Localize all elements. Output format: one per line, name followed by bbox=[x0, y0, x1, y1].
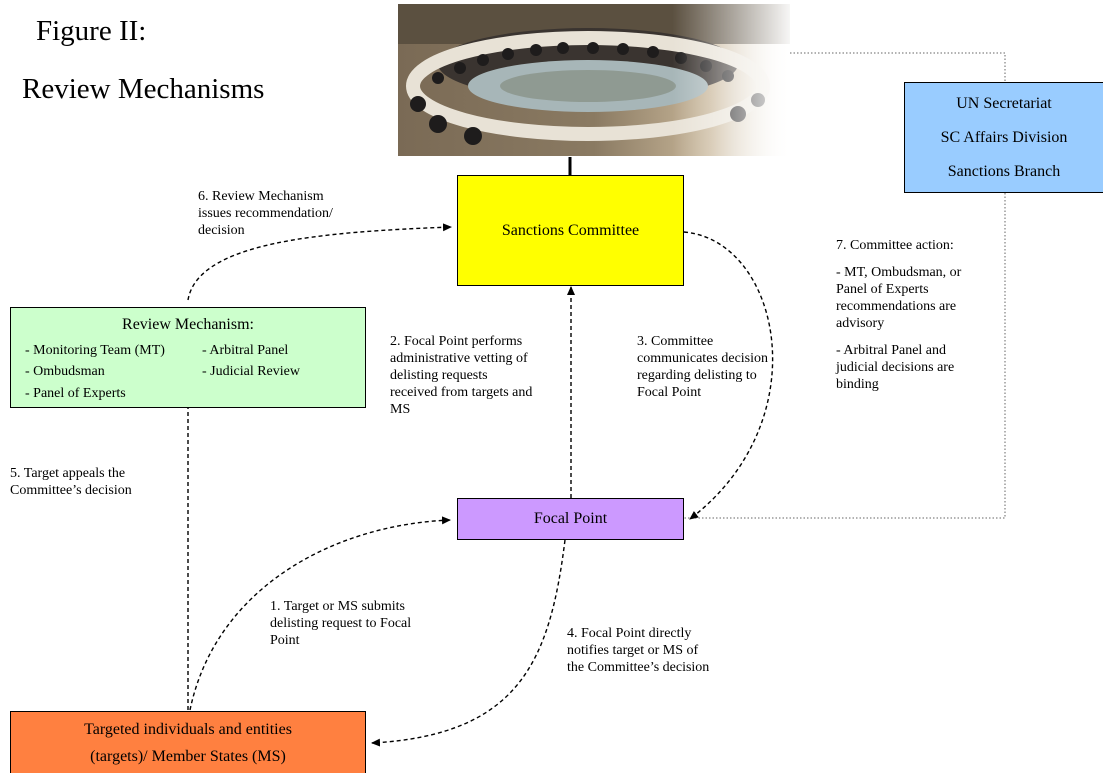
sanctions-committee-box: Sanctions Committee bbox=[457, 175, 684, 286]
review-item-ombudsman: - Ombudsman bbox=[25, 364, 105, 379]
un-secretariat-box: UN Secretariat SC Affairs Division Sanct… bbox=[904, 82, 1103, 193]
figure-title: Figure II: bbox=[36, 15, 147, 47]
secretariat-line2: SC Affairs Division bbox=[940, 129, 1068, 146]
arrow-targets-to-focal bbox=[189, 516, 451, 711]
secretariat-line3: Sanctions Branch bbox=[947, 163, 1061, 180]
sanctions-committee-label: Sanctions Committee bbox=[501, 221, 640, 239]
focal-point-box: Focal Point bbox=[457, 498, 684, 540]
security-council-photo bbox=[398, 4, 790, 156]
arrow-focal-to-targets bbox=[371, 539, 566, 747]
targets-line2: (targets)/ Member States (MS) bbox=[90, 748, 286, 765]
review-item-arbitral-panel: - Arbitral Panel bbox=[202, 343, 289, 358]
review-mechanism-box: Review Mechanism: - Monitoring Team (MT)… bbox=[10, 307, 366, 408]
review-item-judicial-review: - Judicial Review bbox=[202, 364, 300, 379]
arrow-committee-to-focal bbox=[683, 231, 774, 520]
secretariat-link bbox=[684, 52, 1006, 519]
arrow-review-to-committee bbox=[187, 223, 452, 301]
review-item-panel-of-experts: - Panel of Experts bbox=[25, 386, 126, 401]
figure-subtitle: Review Mechanisms bbox=[22, 73, 265, 105]
targets-line1: Targeted individuals and entities bbox=[84, 721, 292, 738]
focal-point-label: Focal Point bbox=[533, 510, 608, 527]
review-item-monitoring-team: - Monitoring Team (MT) bbox=[25, 343, 165, 358]
targets-box: Targeted individuals and entities (targe… bbox=[10, 711, 366, 773]
review-mechanism-heading: Review Mechanism: bbox=[122, 316, 254, 333]
secretariat-line1: UN Secretariat bbox=[956, 95, 1052, 112]
step7-note: 7. Committee action: - MT, Ombudsman, or… bbox=[836, 238, 962, 392]
